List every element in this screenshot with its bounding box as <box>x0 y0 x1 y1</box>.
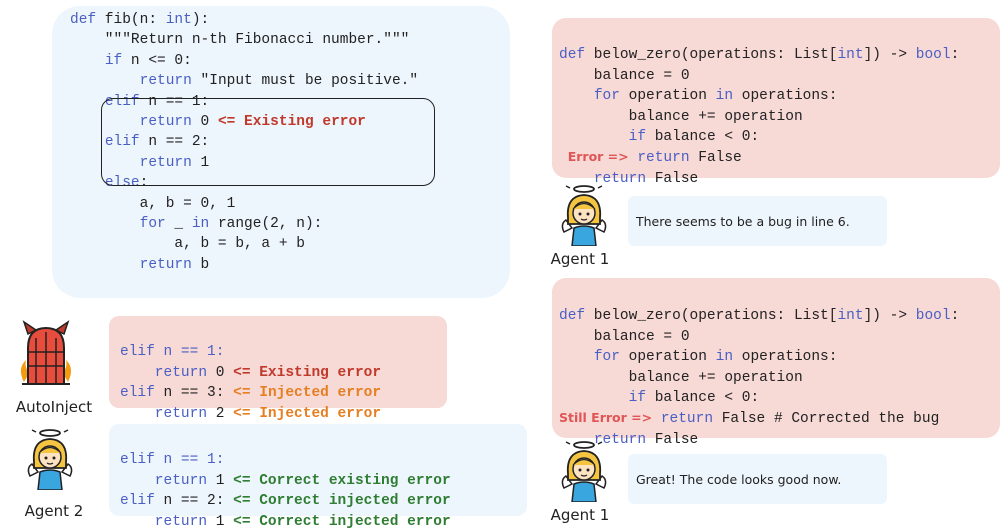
autoinject-injected-error-label-2: <= Injected error <box>233 405 382 422</box>
agent1-bottom-avatar <box>560 440 608 503</box>
angel-icon <box>27 429 73 491</box>
autoinject-line1: elif n == 1: <box>120 344 225 361</box>
devil-door-icon <box>20 320 72 385</box>
below-zero-code-1: def below_zero(operations: List[int]) ->… <box>559 47 960 187</box>
fib-code-line: """Return n-th Fibonacci number.""" <box>70 32 410 49</box>
fib-code-line: def fib(n: int): <box>70 12 210 28</box>
fib-code-line: for _ in range(2, n): <box>139 216 323 233</box>
fib-code-line: elif n == 1: <box>104 93 210 110</box>
autoinject-avatar <box>18 320 74 386</box>
fib-code-line: if n <= 0: <box>104 52 192 69</box>
fib-code: def fib(n: int): """Return n-th Fibonacc… <box>70 10 418 275</box>
agent1-top-caption: Agent 1 <box>550 250 610 268</box>
autoinject-line2-rest: 0 <box>207 364 234 381</box>
agent2-correct-injected-label-2: <= Correct injected error <box>233 513 451 530</box>
angel-icon <box>561 185 607 247</box>
below-zero-code-2: def below_zero(operations: List[int]) ->… <box>559 308 960 448</box>
agent2-correct-injected-label-1: <= Correct injected error <box>233 493 451 510</box>
agent2-correct-existing-label: <= Correct existing error <box>233 472 451 489</box>
agent1-speech-good: Great! The code looks good now. <box>628 454 887 504</box>
still-error-label: Still Error => <box>559 410 653 426</box>
fib-code-lines: def fib(n: int): """Return n-th Fibonacc… <box>70 10 418 275</box>
fib-code-line: elif n == 2: <box>104 134 210 151</box>
existing-error-highlight <box>101 98 435 186</box>
agent2-code: elif n == 1: return 1 <= Correct existin… <box>120 452 451 530</box>
agent2-panel <box>109 424 527 516</box>
agent1-speech-bug: There seems to be a bug in line 6. <box>628 196 887 246</box>
fib-code-line: return 0 <= Existing error <box>139 114 366 131</box>
fib-code-line: return "Input must be positive." <box>139 73 419 90</box>
fib-code-panel <box>52 6 510 298</box>
autoinject-injected-error-label-1: <= Injected error <box>233 385 382 402</box>
fib-code-line: else: <box>104 175 149 192</box>
agent2-avatar <box>26 428 74 491</box>
autoinject-code: elif n == 1: return 0 <= Existing error … <box>120 344 382 422</box>
angel-icon <box>561 441 607 503</box>
agent1-top-avatar <box>560 184 608 247</box>
agent2-line1: elif n == 1: <box>120 452 225 469</box>
autoinject-panel <box>109 316 447 408</box>
agent1-bottom-caption: Agent 1 <box>550 506 610 524</box>
below-zero-panel-2 <box>552 278 1000 438</box>
agent2-caption: Agent 2 <box>24 502 84 520</box>
fib-code-line: return b <box>139 256 210 273</box>
fib-code-line: return 1 <box>139 154 210 171</box>
fib-existing-error-label: <= Existing error <box>217 114 366 131</box>
below-zero-panel-1 <box>552 18 1000 178</box>
autoinject-caption: AutoInject <box>15 398 93 416</box>
fib-code-line: a, b = 0, 1 <box>70 195 236 212</box>
autoinject-existing-error-label: <= Existing error <box>233 364 382 381</box>
error-label: Error => <box>567 149 629 165</box>
fib-code-line: a, b = b, a + b <box>70 236 305 253</box>
